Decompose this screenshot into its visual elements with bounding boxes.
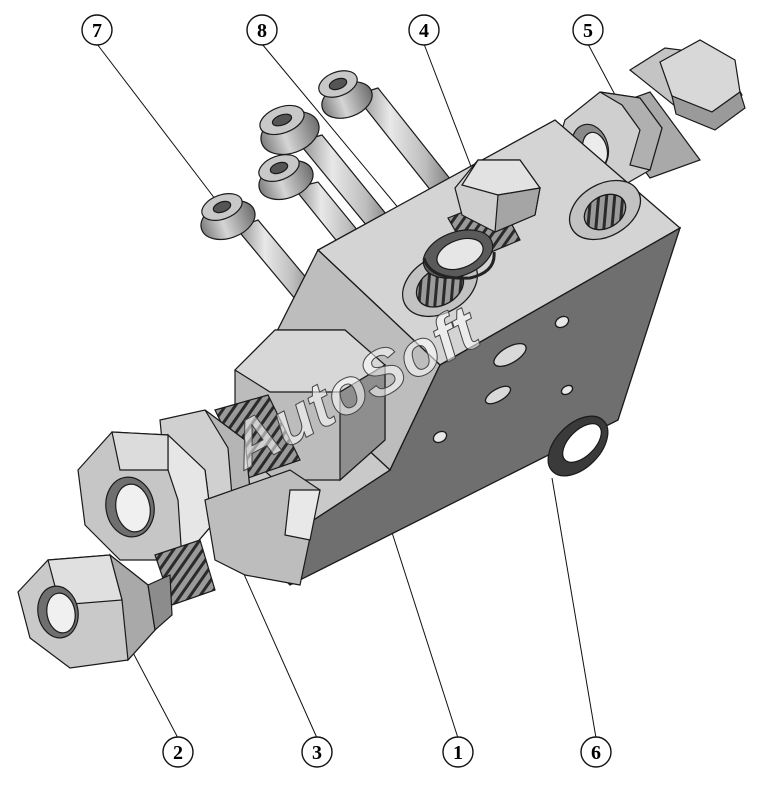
- callout-7: 7: [81, 14, 113, 46]
- callout-5: 5: [572, 14, 604, 46]
- callouts: 1 2 3 4 5 6 7 8: [81, 14, 612, 768]
- callout-label: 5: [583, 20, 593, 42]
- callout-label: 1: [453, 742, 463, 764]
- leader-line-7: [96, 43, 223, 209]
- callout-label: 4: [419, 20, 429, 42]
- callout-4: 4: [408, 14, 440, 46]
- callout-circle: [162, 736, 194, 768]
- callout-label: 3: [312, 742, 322, 764]
- callout-circle: [408, 14, 440, 46]
- washer-6: [547, 415, 609, 477]
- callout-circle: [246, 14, 278, 46]
- callout-6: 6: [580, 736, 612, 768]
- callout-label: 7: [92, 20, 102, 42]
- cap-screw: [259, 104, 397, 233]
- callout-3: 3: [301, 736, 333, 768]
- washer-8: [422, 229, 496, 280]
- callout-circle: [572, 14, 604, 46]
- callout-label: 8: [257, 20, 267, 42]
- callout-2: 2: [162, 736, 194, 768]
- leader-line-1: [387, 519, 459, 739]
- cap-screw: [318, 70, 457, 193]
- callout-label: 2: [173, 742, 183, 764]
- cap-screw-7: [200, 193, 320, 301]
- callout-circle: [442, 736, 474, 768]
- callout-circle: [301, 736, 333, 768]
- left-fittings: [17, 329, 387, 669]
- callout-1: 1: [442, 736, 474, 768]
- callout-circle: [81, 14, 113, 46]
- callout-label: 6: [591, 742, 601, 764]
- leader-line-6: [551, 477, 597, 739]
- right-fitting: [555, 39, 746, 193]
- callout-8: 8: [246, 14, 278, 46]
- cap-screws: [200, 70, 457, 301]
- callout-circle: [580, 736, 612, 768]
